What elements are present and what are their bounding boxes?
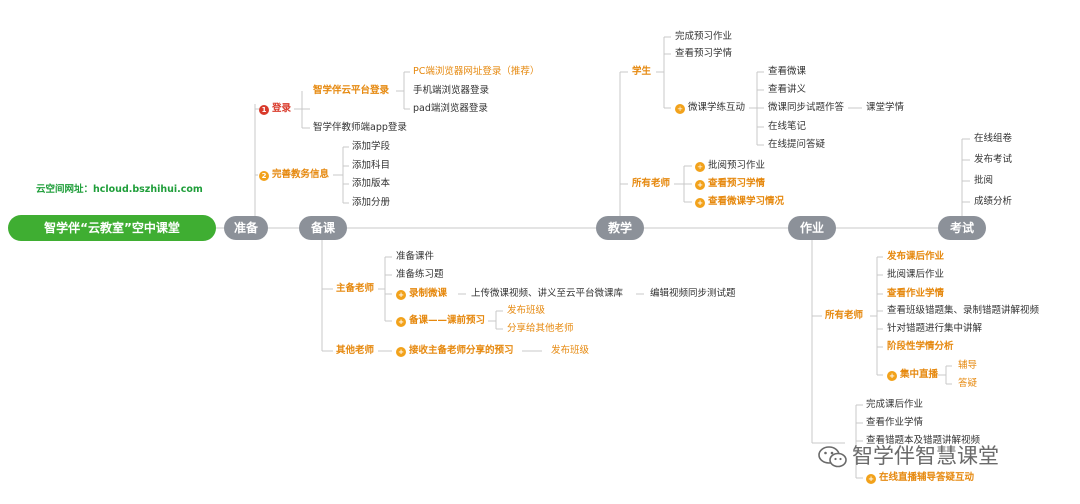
- stage-exam[interactable]: 考试: [938, 216, 986, 240]
- plus-icon: +: [396, 347, 406, 357]
- hw-student-item[interactable]: 完成课后作业: [866, 399, 924, 410]
- pc-login-node[interactable]: PC端浏览器网址登录（推荐）: [413, 66, 540, 77]
- plus-icon: +: [675, 104, 685, 114]
- hw-item[interactable]: 批阅课后作业: [887, 269, 945, 280]
- live-item[interactable]: 辅导: [958, 360, 978, 371]
- hw-student-item[interactable]: 查看作业学情: [866, 417, 924, 428]
- student-item[interactable]: 查看预习学情: [675, 48, 733, 59]
- record-step[interactable]: 编辑视频同步测试题: [650, 288, 736, 299]
- watermark: 智学伴智慧课堂: [818, 440, 999, 470]
- hw-item[interactable]: 发布课后作业: [887, 251, 945, 262]
- stage-lesson-prep[interactable]: 备课: [299, 216, 347, 240]
- micro-item[interactable]: 查看微课: [768, 66, 807, 77]
- class-situation-node[interactable]: 课堂学情: [866, 102, 905, 113]
- exam-item[interactable]: 成绩分析: [974, 196, 1013, 207]
- stage-teach[interactable]: 教学: [596, 216, 644, 240]
- number-badge-icon: 2: [259, 171, 269, 181]
- app-login-node[interactable]: 智学伴教师端app登录: [313, 122, 407, 133]
- exam-item[interactable]: 发布考试: [974, 154, 1013, 165]
- teacher-item[interactable]: +查看微课学习情况: [695, 196, 784, 208]
- micro-item[interactable]: 在线提问答疑: [768, 139, 826, 150]
- publish-node[interactable]: 发布班级: [551, 345, 590, 356]
- plus-icon: +: [396, 290, 406, 300]
- hw-item[interactable]: 查看班级错题集、录制错题讲解视频: [887, 305, 1040, 316]
- info-item[interactable]: 添加分册: [352, 197, 391, 208]
- hw-all-teachers-node[interactable]: 所有老师: [825, 310, 864, 321]
- exam-item[interactable]: 在线组卷: [974, 133, 1013, 144]
- main-teacher-item[interactable]: 准备课件: [396, 251, 435, 262]
- plus-icon: +: [695, 198, 705, 208]
- platform-login-node[interactable]: 智学伴云平台登录: [313, 85, 390, 96]
- plus-icon: +: [866, 474, 876, 484]
- teacher-item[interactable]: +批阅预习作业: [695, 160, 765, 172]
- hw-student-item[interactable]: 查看错题本及错题讲解视频: [866, 435, 981, 446]
- micro-item[interactable]: 微课同步试题作答: [768, 102, 845, 113]
- stage-prepare[interactable]: 准备: [224, 216, 268, 240]
- live-node[interactable]: +集中直播: [887, 369, 938, 381]
- main-teacher-item[interactable]: 准备练习题: [396, 269, 444, 280]
- hw-item[interactable]: 针对错题进行集中讲解: [887, 323, 983, 334]
- preclass-item[interactable]: 发布班级: [507, 305, 546, 316]
- plus-icon: +: [695, 162, 705, 172]
- hw-item[interactable]: 阶段性学情分析: [887, 341, 954, 352]
- live-label: 集中直播: [900, 369, 939, 380]
- root-node[interactable]: 智学伴“云教室”空中课堂: [8, 215, 216, 241]
- plus-icon: +: [887, 371, 897, 381]
- exam-item[interactable]: 批阅: [974, 175, 994, 186]
- live-item[interactable]: 答疑: [958, 378, 978, 389]
- login-label: 登录: [272, 103, 292, 114]
- receive-label: 接收主备老师分享的预习: [409, 345, 514, 356]
- preclass-node[interactable]: +备课——课前预习: [396, 315, 485, 327]
- hw-student-item[interactable]: +在线直播辅导答疑互动: [866, 472, 974, 484]
- wechat-icon: [818, 446, 847, 468]
- stage-homework[interactable]: 作业: [788, 216, 836, 240]
- record-node[interactable]: +录制微课: [396, 288, 447, 300]
- info-item[interactable]: 添加学段: [352, 141, 391, 152]
- watermark-text: 智学伴智慧课堂: [852, 444, 999, 468]
- student-item[interactable]: 完成预习作业: [675, 31, 733, 42]
- teacher-item-label: 查看预习学情: [708, 178, 766, 189]
- plus-icon: +: [396, 317, 406, 327]
- micro-item[interactable]: 查看讲义: [768, 84, 807, 95]
- teacher-item[interactable]: +查看预习学情: [695, 178, 765, 190]
- record-label: 录制微课: [409, 288, 448, 299]
- main-teacher-node[interactable]: 主备老师: [336, 283, 375, 294]
- micro-item[interactable]: 在线笔记: [768, 121, 807, 132]
- cloud-url-note: 云空间网址：hcloud.bszhihui.com: [36, 184, 203, 195]
- other-teacher-node[interactable]: 其他老师: [336, 345, 375, 356]
- preclass-label: 备课——课前预习: [409, 315, 486, 326]
- plus-icon: +: [695, 180, 705, 190]
- preclass-item[interactable]: 分享给其他老师: [507, 323, 574, 334]
- teacher-item-label: 批阅预习作业: [708, 160, 766, 171]
- info-item[interactable]: 添加版本: [352, 178, 391, 189]
- micro-node[interactable]: +微课学练互动: [675, 102, 745, 114]
- micro-label: 微课学练互动: [688, 102, 746, 113]
- hw-student-item-label: 在线直播辅导答疑互动: [879, 472, 975, 483]
- teacher-item-label: 查看微课学习情况: [708, 196, 785, 207]
- record-step[interactable]: 上传微课视频、讲义至云平台微课库: [471, 288, 624, 299]
- info-item[interactable]: 添加科目: [352, 160, 391, 171]
- info-label: 完善教务信息: [272, 169, 330, 180]
- all-teachers-node[interactable]: 所有老师: [632, 178, 671, 189]
- student-node[interactable]: 学生: [632, 66, 652, 77]
- hw-item[interactable]: 查看作业学情: [887, 288, 945, 299]
- receive-node[interactable]: +接收主备老师分享的预习: [396, 345, 514, 357]
- number-badge-icon: 1: [259, 105, 269, 115]
- mobile-login-node[interactable]: 手机端浏览器登录: [413, 85, 490, 96]
- pad-login-node[interactable]: pad端浏览器登录: [413, 103, 488, 114]
